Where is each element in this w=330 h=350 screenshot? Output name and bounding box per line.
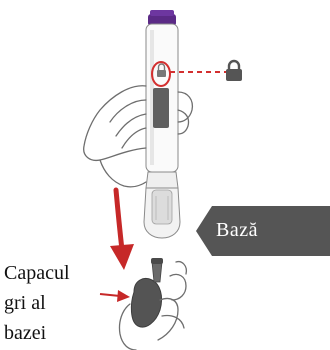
base-label: Bază: [216, 216, 316, 244]
inspection-window: [153, 88, 169, 128]
gray-base-cap: [131, 258, 163, 327]
pull-down-arrow: [110, 190, 134, 270]
cap-label-line-1: Capacul: [4, 260, 114, 286]
lock-icon: [226, 61, 242, 81]
pen-base: [144, 172, 180, 238]
cap-label-line-3: bazei: [4, 320, 114, 346]
pen-body: [146, 24, 178, 172]
cap-label-line-2: gri al: [4, 290, 114, 316]
